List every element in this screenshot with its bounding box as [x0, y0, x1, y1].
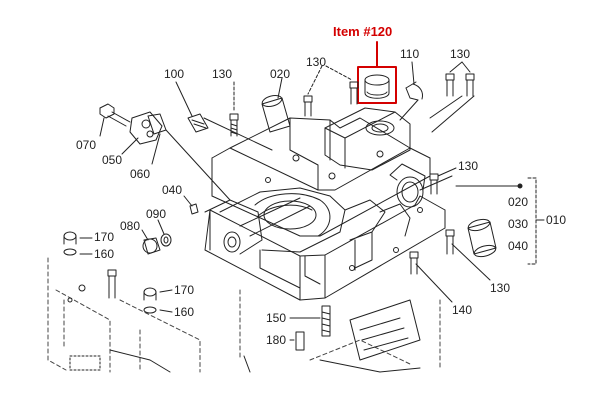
bolts-130-top-right [445, 61, 475, 97]
part-label-130: 130 [490, 281, 511, 295]
item-090-washer [157, 219, 172, 247]
sleeve-020-top [261, 77, 291, 133]
item-stud-left [107, 269, 117, 299]
item-170-160-lower [143, 287, 173, 314]
housing-body [204, 107, 446, 301]
part-label-080: 080 [120, 219, 141, 233]
part-label-010: 010 [546, 213, 567, 227]
part-label-020: 020 [508, 195, 529, 209]
item-010-bracket [455, 177, 545, 265]
item-120-callout: Item #120 [333, 24, 393, 39]
part-label-110: 110 [400, 47, 420, 61]
item-120-plug [364, 74, 390, 99]
item-040-pin [183, 195, 199, 215]
part-label-160: 160 [94, 247, 115, 261]
part-label-170: 170 [94, 230, 115, 244]
bolt-130-top-mid2 [325, 65, 359, 105]
part-label-090: 090 [146, 207, 167, 221]
part-label-130: 130 [450, 47, 471, 61]
part-label-050: 050 [102, 153, 123, 167]
bolt-130-top-left [229, 81, 239, 137]
part-label-060: 060 [130, 167, 151, 181]
bolt-130-lower-right [445, 229, 491, 281]
part-label-040: 040 [162, 183, 183, 197]
part-label-170: 170 [174, 283, 195, 297]
item-100-plug [175, 81, 209, 133]
bolt-130-top-mid [303, 65, 323, 117]
item-070-bolt [99, 103, 131, 137]
part-label-180: 180 [266, 333, 287, 347]
bolt-140 [409, 251, 453, 303]
item-050-bracket [121, 111, 163, 155]
item-180-pin [289, 331, 305, 351]
part-label-140: 140 [452, 303, 473, 317]
part-label-030: 030 [508, 217, 529, 231]
bolt-130-right [429, 167, 457, 195]
item-150-stud [289, 305, 331, 337]
part-label-020: 020 [270, 67, 291, 81]
background-assemblies [47, 257, 441, 373]
item-080-plug [141, 229, 161, 255]
part-label-130: 130 [306, 55, 327, 69]
item-110-elbow [405, 61, 423, 101]
part-label-040: 040 [508, 239, 529, 253]
item-060-gasket [147, 113, 167, 165]
part-label-130: 130 [212, 67, 233, 81]
sleeve-020-right [467, 218, 497, 258]
part-label-130: 130 [458, 159, 479, 173]
leader-lines [165, 95, 475, 201]
lower-right-block [67, 284, 421, 373]
item-170-160-upper [63, 231, 93, 256]
part-label-160: 160 [174, 305, 195, 319]
part-label-070: 070 [76, 138, 97, 152]
part-label-150: 150 [266, 311, 287, 325]
part-label-100: 100 [164, 67, 185, 81]
